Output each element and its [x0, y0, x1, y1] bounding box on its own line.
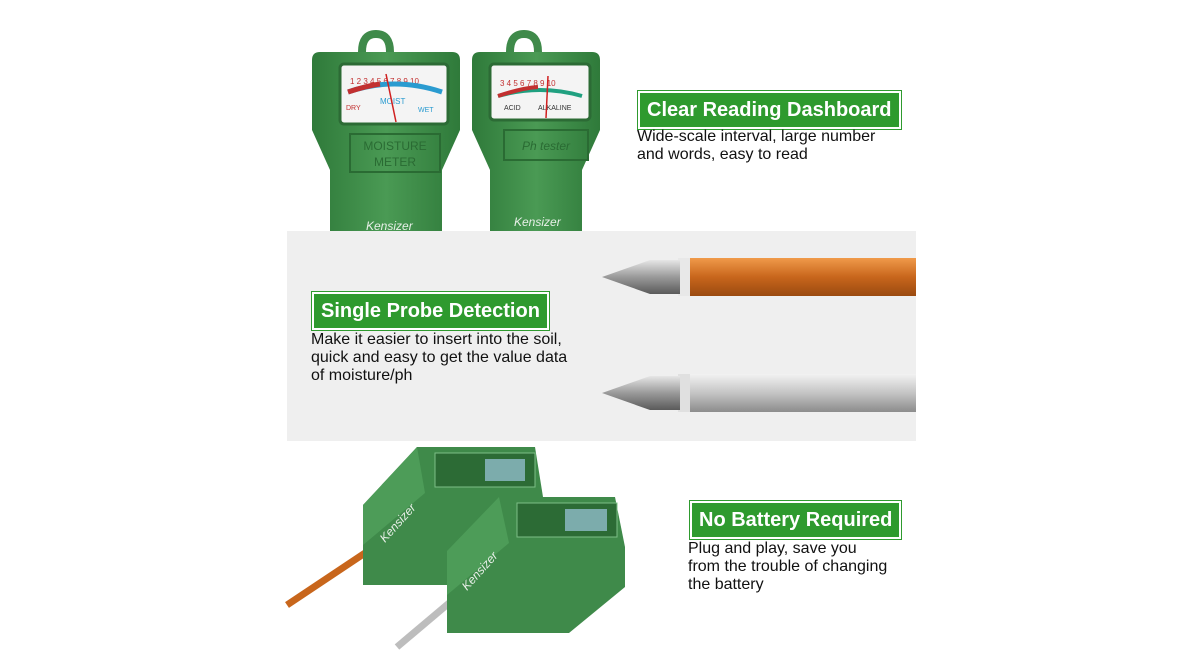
- desc-line: from the trouble of changing: [688, 558, 888, 575]
- clear-reading-badge: Clear Reading Dashboard: [638, 91, 901, 129]
- moisture-scale: 1 2 3 4 5 6 7 8 9 10: [350, 77, 419, 86]
- moisture-wet-label: WET: [418, 107, 434, 114]
- moisture-plate-line1: MOISTURE: [363, 139, 426, 153]
- meter-devices-illustration: 1 2 3 4 5 6 7 8 9 10 DRY MOIST WET MOIST…: [312, 30, 600, 232]
- left-device: Kensizer: [285, 447, 543, 608]
- no-battery-description: Plug and play, save you from the trouble…: [688, 540, 887, 594]
- battery-free-devices-illustration: Kensizer Kensizer: [285, 447, 625, 650]
- ph-alkaline-label: ALKALINE: [538, 105, 572, 112]
- desc-line: the battery: [688, 576, 764, 593]
- no-battery-badge: No Battery Required: [690, 501, 902, 539]
- moisture-plate-line2: METER: [374, 155, 416, 169]
- moisture-dry-label: DRY: [346, 105, 361, 112]
- desc-line: Make it easier to insert into the soil,: [311, 331, 562, 348]
- ph-acid-label: ACID: [504, 105, 521, 112]
- clear-reading-description: Wide-scale interval, large number and wo…: [637, 128, 875, 164]
- copper-probe: [602, 258, 916, 296]
- ph-plate: Ph tester: [522, 139, 571, 153]
- desc-line: of moisture/ph: [311, 367, 413, 384]
- single-probe-description: Make it easier to insert into the soil, …: [311, 331, 567, 385]
- ph-brand: Kensizer: [514, 215, 562, 229]
- moisture-moist-label: MOIST: [380, 97, 405, 106]
- right-device: Kensizer: [394, 497, 625, 650]
- single-probe-badge: Single Probe Detection: [312, 292, 549, 330]
- ph-tester: 3 4 5 6 7 8 9 10 ACID ALKALINE Ph tester…: [472, 30, 600, 232]
- probes-illustration: [602, 258, 916, 412]
- moisture-meter: 1 2 3 4 5 6 7 8 9 10 DRY MOIST WET MOIST…: [312, 30, 460, 232]
- desc-line: Wide-scale interval, large number: [637, 128, 876, 145]
- desc-line: Plug and play, save you: [688, 540, 857, 557]
- moisture-brand: Kensizer: [366, 219, 414, 232]
- steel-probe: [602, 374, 916, 412]
- ph-scale: 3 4 5 6 7 8 9 10: [500, 79, 556, 88]
- desc-line: quick and easy to get the value data: [311, 349, 568, 366]
- desc-line: and words, easy to read: [637, 146, 808, 163]
